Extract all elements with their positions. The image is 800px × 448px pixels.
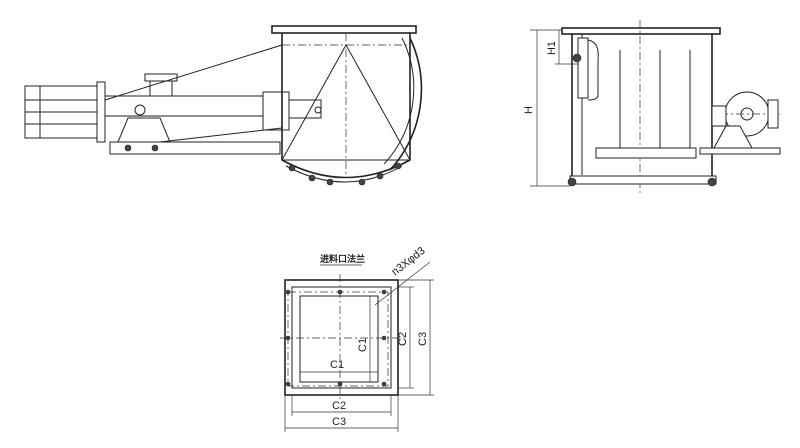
- valve-body: [271, 25, 423, 186]
- dim-C1-h: C1: [330, 359, 344, 371]
- motor: [24, 81, 106, 143]
- base-frame: [104, 44, 283, 155]
- dim-C2-v: C2: [397, 332, 409, 346]
- hole-note: n3Xφd3: [389, 245, 427, 278]
- dim-C2-h: C2: [332, 400, 346, 412]
- dim-C3-h: C3: [332, 416, 346, 428]
- side-view: H H1: [523, 20, 781, 195]
- dim-H-label: H: [523, 106, 535, 114]
- screw-tube: [104, 73, 322, 131]
- flange-title: 进料口法兰: [320, 253, 365, 264]
- dim-H1: H1: [546, 30, 578, 65]
- dim-C1-v: C1: [357, 338, 369, 352]
- front-view: [24, 25, 423, 186]
- dim-H: H: [523, 29, 570, 187]
- flange-plan: 进料口法兰 n3Xφd3 C1 C1 C2 C3 C2 C3: [280, 245, 434, 432]
- dim-C3-v: C3: [417, 332, 429, 346]
- dim-H1-label: H1: [546, 41, 558, 55]
